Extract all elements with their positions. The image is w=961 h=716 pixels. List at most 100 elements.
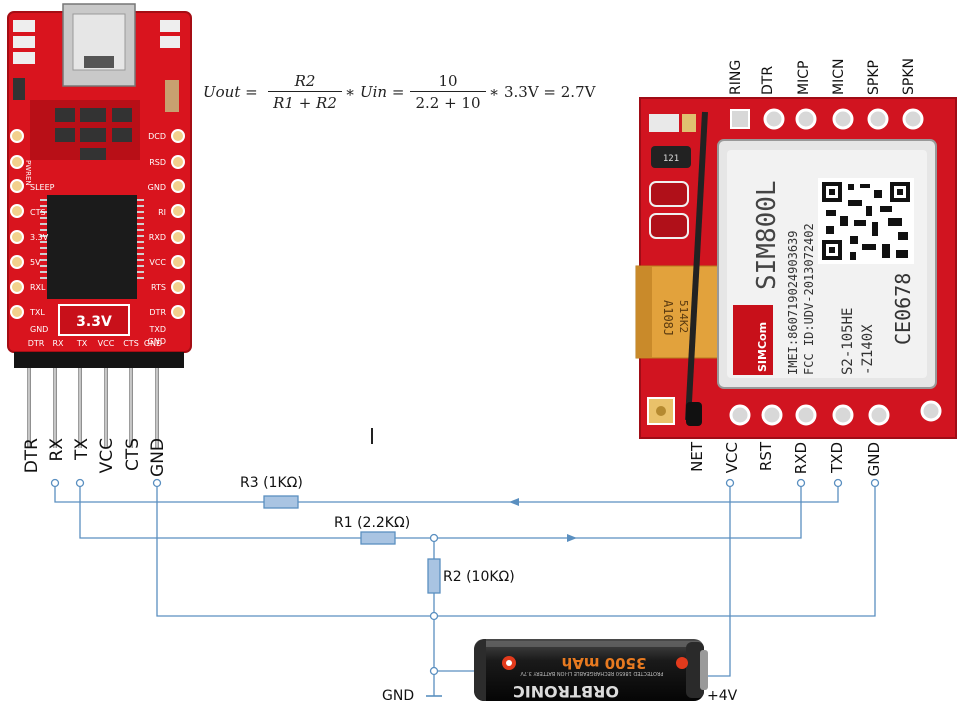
ftdi-pin-label: GND (148, 183, 166, 192)
cap-code: A108J (661, 300, 675, 336)
formula-frac1-den: R1 + R2 (273, 94, 337, 112)
imei-text: IMEI:860719024903639 (786, 231, 800, 376)
pin-name-rst: RST (757, 441, 775, 471)
pin-name-spkn: SPKN (901, 58, 917, 95)
sim800l-top-pin-labels: RING DTR MICP MICN SPKP SPKN (728, 58, 917, 95)
resistor-r1 (360, 531, 396, 545)
battery-brand: ORBTRONIC (513, 682, 619, 701)
wiring (54, 483, 876, 697)
pin-name-vcc: VCC (97, 438, 117, 473)
pin-name-dtr: DTR (22, 438, 42, 473)
pin-name-net: NET (688, 441, 706, 472)
voltage-badge-label: 3.3V (76, 314, 112, 330)
wire-tx-rxd (79, 483, 802, 539)
cap-code: 514K2 (677, 300, 690, 333)
pin-name-vcc-sim: VCC (723, 442, 741, 473)
ftdi-pin-label: RTS (151, 283, 166, 292)
pin-name-spkp: SPKP (866, 60, 882, 95)
header-row-label: DTR (28, 339, 45, 348)
pin-name-cts: CTS (123, 438, 143, 471)
sim800l-top-pads (730, 108, 924, 130)
ftdi-pin-label: RI (158, 208, 166, 217)
resistors (263, 495, 441, 594)
battery: 3500 mAh ORBTRONIC PROTECTED 18650 RECHA… (474, 639, 708, 701)
ftdi-pin-label: CTS (30, 208, 46, 217)
ftdi-left-pins: PWREN SLEEP CTS 3.3V 5V RXL TXL GND (10, 129, 55, 334)
formula-fraction-1: R2 R1 + R2 (268, 72, 342, 112)
ftdi-pin-label: VCC (149, 258, 166, 267)
header-row-label: VCC (98, 339, 115, 348)
pin-name-gnd: GND (148, 438, 168, 477)
ftdi-pin-name-labels: DTR RX TX VCC CTS GND (22, 438, 168, 477)
ftdi-pin-label: RSD (149, 158, 166, 167)
pin-name-ring: RING (728, 60, 744, 95)
plus4v-label: +4V (707, 688, 738, 704)
ftdi-pin-label: SLEEP (30, 183, 55, 192)
gnd-label: GND (382, 688, 414, 704)
resistor-labels: R3 (1KΩ) R1 (2.2KΩ) R2 (10KΩ) (240, 475, 515, 585)
ftdi-pin-label: PWREN (24, 160, 32, 186)
label-r1: R1 (2.2KΩ) (334, 515, 410, 531)
battery-fine-print: PROTECTED 18650 RECHARGEABLE LI-ION BATT… (520, 670, 664, 676)
formula-lhs: Uout = (203, 83, 258, 101)
pin-name-dtr-sim: DTR (760, 66, 776, 95)
pin-name-rx: RX (47, 438, 67, 462)
resistor-r2 (427, 558, 441, 594)
ftdi-pin-label: DCD (148, 132, 166, 141)
pin-name-txd: TXD (828, 442, 846, 474)
pin-name-rxd: RXD (792, 442, 810, 474)
sim800l-bottom-pads (647, 397, 942, 426)
ftdi-pin-label: TXL (29, 308, 45, 317)
ftdi-pin-label: RXD (149, 233, 166, 242)
pin-name-tx: TX (72, 438, 92, 461)
wire-gnd-bus (156, 483, 876, 617)
ftdi-pin-label: GND (30, 325, 48, 334)
ftdi-pin-label: RXL (30, 283, 46, 292)
voltage-badge (58, 304, 130, 336)
ftdi-chip (47, 195, 137, 299)
wire-battery-pos (704, 483, 731, 677)
wire-rx-txd (54, 483, 839, 503)
ftdi-pin-label: 5V (30, 258, 41, 267)
pin-name-gnd-sim: GND (865, 442, 883, 476)
text-cursor (371, 428, 373, 444)
model-text: S2-105HE (840, 308, 856, 375)
formula-fraction-2: 10 2.2 + 10 (410, 72, 486, 112)
pin-name-micn: MICN (831, 59, 847, 95)
arrow-right (567, 534, 577, 542)
simcom-logo (733, 305, 773, 375)
module-name: SIM800L (752, 180, 782, 290)
ftdi-right-pins: DCD RSD GND RI RXD VCC RTS DTR TXD GND (148, 129, 185, 346)
label-r3: R3 (1KΩ) (240, 475, 303, 491)
ftdi-header-pins (27, 368, 159, 448)
brand-text: SIMCom (756, 322, 769, 372)
formula-mid: ∗ Uin = (345, 83, 405, 101)
pin-name-micp: MICP (796, 61, 812, 95)
header-row-label: TX (76, 339, 88, 348)
fcc-text: FCC ID:UDV-2013072402 (802, 223, 816, 375)
ftdi-pin-label: GND (148, 337, 166, 346)
battery-capacity: 3500 mAh (562, 654, 647, 672)
ce-mark: CE0678 (891, 273, 915, 345)
header-row-label: GND (144, 339, 162, 348)
label-r2: R2 (10KΩ) (443, 569, 515, 585)
sim800l-chip-text: SIM800L IMEI:860719024903639 FCC ID:UDV-… (752, 180, 915, 375)
header-row-label: CTS (123, 339, 139, 348)
ftdi-pin-label: TXD (148, 325, 166, 334)
qr-code (818, 178, 914, 264)
formula-rhs: ∗ 3.3V = 2.7V (489, 83, 596, 101)
ftdi-pin-label: 3.3V (30, 233, 49, 242)
header-row-label: RX (52, 339, 64, 348)
ftdi-adapter-board: PWREN SLEEP CTS 3.3V 5V RXL TXL GND DCD … (7, 3, 192, 477)
voltage-divider-formula: Uout = R2 R1 + R2 ∗ Uin = 10 2.2 + 10 ∗ … (203, 72, 603, 116)
resistor-r3 (263, 495, 299, 509)
model2-text: -Z140X (860, 324, 876, 375)
ftdi-header-row: DTR RX TX VCC CTS GND (28, 339, 162, 348)
formula-frac2-den: 2.2 + 10 (415, 94, 481, 112)
formula-frac1-num: R2 (268, 72, 342, 92)
sim800l-module: RING DTR MICP MICN SPKP SPKN 121 A108J 5… (635, 58, 957, 476)
arrow-left (509, 498, 519, 506)
formula-frac2-num: 10 (410, 72, 486, 92)
